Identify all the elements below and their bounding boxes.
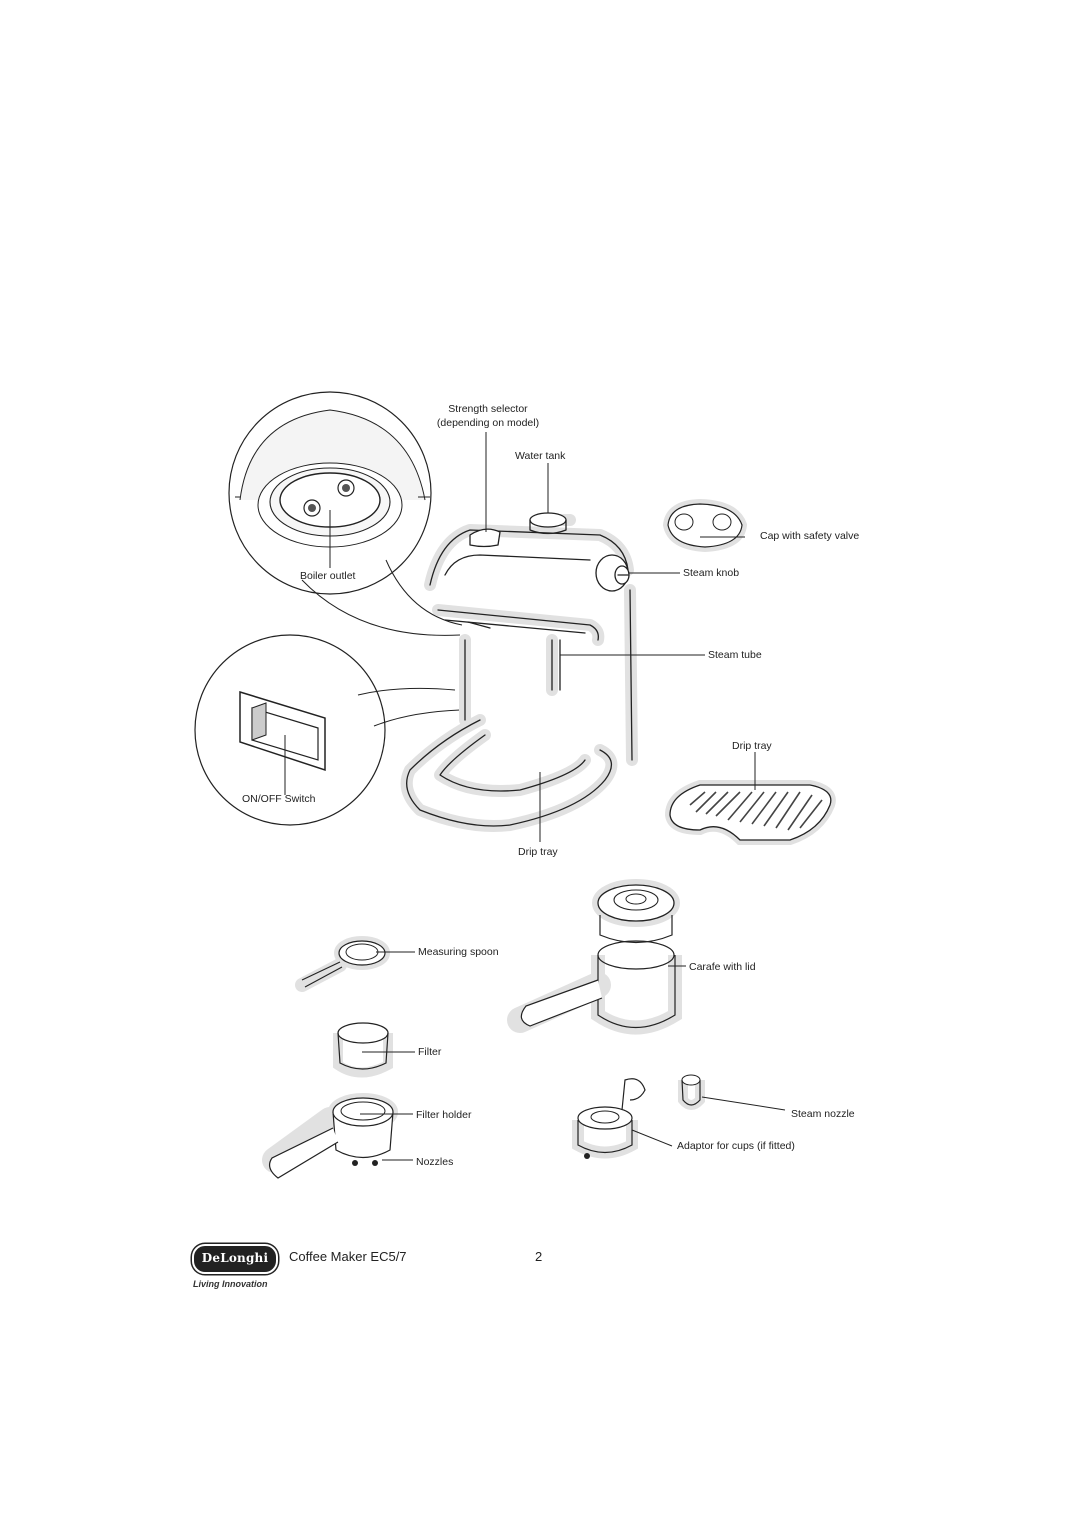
filter	[333, 1022, 393, 1078]
steam-nozzle-label: Steam nozzle	[791, 1108, 855, 1120]
boiler-outlet-label: Boiler outlet	[300, 570, 356, 582]
strength-selector-label: Strength selector	[448, 403, 528, 415]
filter-holder	[262, 1093, 398, 1179]
water-tank-label: Water tank	[515, 450, 566, 462]
filter-holder-label: Filter holder	[416, 1109, 472, 1121]
measuring-spoon-label: Measuring spoon	[418, 946, 499, 958]
nozzles-label: Nozzles	[416, 1156, 454, 1168]
carafe-with-lid	[507, 879, 682, 1035]
coffee-machine	[400, 512, 638, 832]
brand-logo-text: DeLonghi	[201, 1251, 269, 1265]
cap-with-safety-valve	[662, 498, 748, 553]
cap-with-safety-valve-label: Cap with safety valve	[760, 530, 860, 542]
brand-logo: DeLonghi	[192, 1244, 278, 1274]
drip-tray-grid	[664, 780, 836, 845]
steam-tube-label: Steam tube	[708, 649, 762, 661]
boiler-outlet-callout	[228, 391, 463, 636]
steam-knob-label: Steam knob	[683, 567, 740, 579]
carafe-with-lid-label: Carafe with lid	[689, 961, 756, 973]
page-number: 2	[535, 1249, 543, 1264]
switch-callout	[194, 634, 461, 826]
document-title: Coffee Maker EC5/7	[289, 1249, 407, 1264]
depending-on-model-label: (depending on model)	[436, 417, 540, 429]
steam-nozzle	[678, 1074, 705, 1110]
adaptor-for-cups-label: Adaptor for cups (if fitted)	[677, 1140, 795, 1152]
drip-tray-bottom-label: Drip tray	[518, 846, 558, 858]
adaptor-for-cups	[572, 1078, 646, 1159]
drip-tray-right-label: Drip tray	[732, 740, 772, 752]
measuring-spoon	[295, 936, 390, 992]
on-off-switch-label: ON/OFF Switch	[242, 793, 316, 805]
leader-lines	[360, 432, 786, 1161]
filter-label: Filter	[418, 1046, 442, 1058]
brand-tagline: Living Innovation	[193, 1279, 268, 1289]
